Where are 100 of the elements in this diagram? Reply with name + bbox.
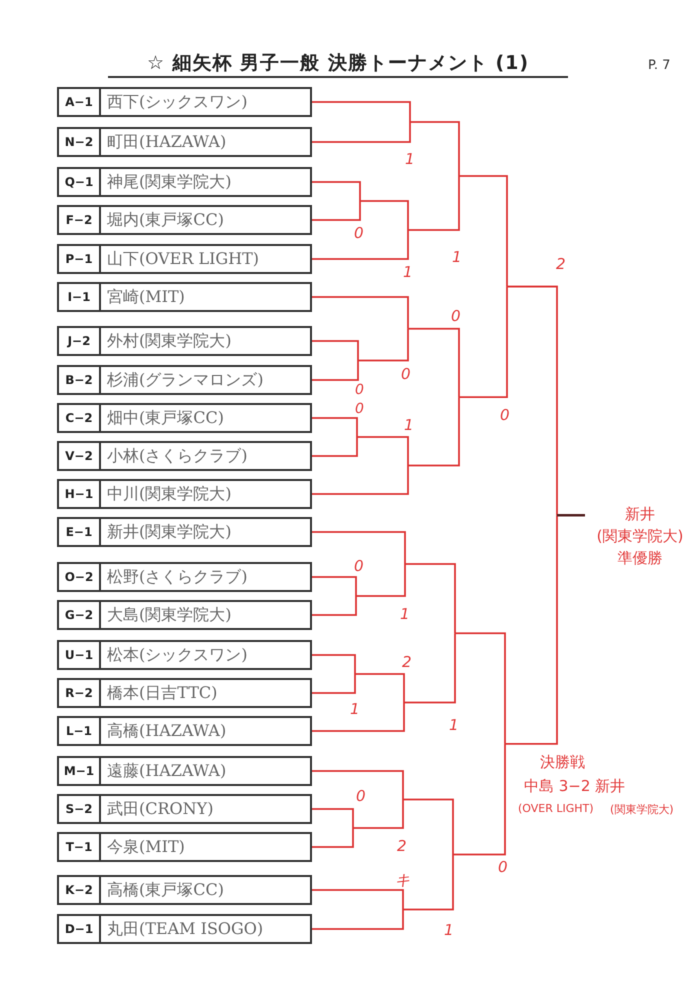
player-box (57, 205, 312, 235)
player-name: 丸田(TEAM ISOGO) (106, 918, 264, 940)
player-box (57, 640, 312, 670)
player-name: 大島(関東学院大) (106, 604, 232, 626)
score: 1 (405, 150, 415, 168)
seed-code: K−2 (59, 877, 101, 903)
seed-code: G−2 (59, 602, 101, 628)
bracket-line (360, 200, 409, 230)
page-number: P. 7 (648, 58, 670, 73)
result-note: 準優勝 (616, 548, 664, 569)
seed-code: B−2 (59, 367, 101, 393)
bracket-line (358, 328, 409, 362)
player-box (57, 244, 312, 274)
player-box (57, 832, 312, 862)
seed-code: O−2 (59, 564, 101, 590)
bracket-line (312, 466, 409, 495)
bracket-line (355, 673, 405, 702)
seed-code: M−1 (59, 758, 101, 784)
seed-code: A−1 (59, 89, 101, 115)
score: 0 (354, 224, 364, 242)
team-note: (OVER LIGHT) (518, 802, 594, 815)
bracket-line (312, 828, 354, 848)
bracket-line (455, 632, 506, 744)
score: 0 (451, 307, 461, 325)
player-box (57, 716, 312, 746)
bracket-line (408, 397, 460, 466)
bracket-line (312, 340, 359, 360)
player-name: 神尾(関東学院大) (106, 170, 232, 192)
player-box (57, 678, 312, 708)
seed-code: N−2 (59, 129, 101, 155)
player-box (57, 441, 312, 471)
bracket-line (312, 417, 358, 437)
bracket-line (557, 514, 585, 516)
bracket-line (312, 910, 404, 930)
seed-code: C−2 (59, 405, 101, 431)
score: 0 (401, 365, 411, 383)
player-box (57, 600, 312, 630)
team-note: (関東学院大) (610, 802, 674, 817)
player-name: 松野(さくらクラブ) (106, 566, 248, 588)
seed-code: L−1 (59, 718, 101, 744)
player-name: 山下(OVER LIGHT) (106, 248, 260, 270)
bracket-line (357, 436, 409, 466)
bracket-line (312, 201, 361, 221)
player-box (57, 365, 312, 395)
bracket-line (505, 515, 558, 745)
title-text: ☆ 細矢杯 男子一般 決勝トーナメント (1) (108, 50, 568, 78)
score: 0 (355, 401, 364, 417)
player-name: 町田(HAZAWA) (106, 130, 226, 152)
score: 1 (444, 921, 454, 939)
seed-code: S−2 (59, 796, 101, 822)
bracket-line (410, 121, 460, 176)
bracket-line (312, 576, 357, 596)
score: 1 (350, 700, 360, 718)
player-name: 新井(関東学院大) (106, 520, 232, 542)
bracket-line (403, 798, 454, 854)
bracket-line (312, 654, 356, 674)
final-result: 中島 3−2 新井 (524, 777, 626, 796)
score: 2 (397, 837, 407, 855)
player-box (57, 479, 312, 509)
bracket-line (405, 563, 456, 634)
player-box (57, 756, 312, 786)
bracket-line (312, 674, 356, 694)
player-name: 外村(関東学院大) (106, 330, 232, 352)
bracket-line (312, 596, 357, 616)
player-box (57, 875, 312, 905)
player-name: 高橋(HAZAWA) (106, 720, 226, 742)
seed-code: J−2 (59, 328, 101, 354)
score: 1 (452, 248, 462, 266)
bracket-line (459, 175, 508, 287)
player-box (57, 794, 312, 824)
player-box (57, 326, 312, 356)
score: 1 (449, 716, 459, 734)
bracket-line (356, 564, 406, 597)
bracket-line (312, 531, 406, 564)
seed-code: V−2 (59, 443, 101, 469)
seed-code: U−1 (59, 642, 101, 668)
player-box (57, 517, 312, 547)
score: 0 (498, 858, 508, 876)
player-name: 小林(さくらクラブ) (106, 444, 248, 466)
player-name: 堀内(東戸塚CC) (106, 208, 224, 230)
seed-code: E−1 (59, 519, 101, 545)
player-name: 今泉(MIT) (106, 836, 185, 858)
final-heading: 決勝戦 (540, 753, 585, 772)
player-box (57, 403, 312, 433)
bracket-line (459, 286, 508, 398)
seed-code: H−1 (59, 481, 101, 507)
bracket-line (312, 808, 354, 828)
score: 1 (403, 263, 413, 281)
bracket-line (312, 296, 409, 329)
result-note: 新井 (624, 504, 656, 525)
bracket-line (453, 744, 506, 856)
player-name: 遠藤(HAZAWA) (106, 760, 226, 782)
seed-code: P−1 (59, 246, 101, 272)
bracket-line (353, 800, 404, 829)
bracket-line (404, 633, 456, 704)
player-box (57, 914, 312, 944)
player-name: 畑中(東戸塚CC) (106, 406, 224, 428)
player-name: 西下(シックスワン) (106, 90, 248, 112)
player-box (57, 167, 312, 197)
bracket-line (403, 854, 454, 910)
